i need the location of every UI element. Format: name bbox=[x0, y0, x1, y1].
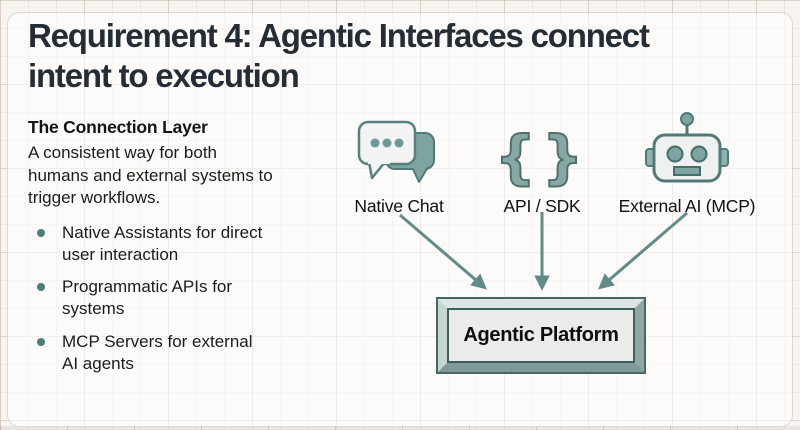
slide-title-line1: Requirement 4: Agentic Interfaces connec… bbox=[28, 17, 650, 54]
slide-title: Requirement 4: Agentic Interfaces connec… bbox=[28, 16, 778, 97]
list-item: Native Assistants for direct user intera… bbox=[28, 222, 276, 266]
list-item: MCP Servers for external AI agents bbox=[28, 331, 276, 375]
robot-icon bbox=[599, 110, 775, 190]
list-item: Programmatic APIs for systems bbox=[28, 276, 276, 320]
source-label: API / SDK bbox=[503, 196, 581, 216]
bullet-list: Native Assistants for direct user intera… bbox=[28, 222, 290, 375]
panel-heading: The Connection Layer bbox=[28, 117, 208, 137]
agentic-platform-box: Agentic Platform bbox=[436, 297, 646, 374]
source-api-sdk: {} API / SDK bbox=[454, 110, 630, 217]
bottom-edge-strip bbox=[0, 426, 800, 430]
bullet-dot-icon bbox=[37, 283, 45, 292]
agentic-platform-inner: Agentic Platform bbox=[447, 308, 635, 363]
source-label: Native Chat bbox=[354, 196, 444, 216]
slide-title-line2: intent to execution bbox=[28, 57, 300, 95]
panel-description: A consistent way for both humans and ext… bbox=[28, 143, 273, 208]
bullet-text: MCP Servers for external AI agents bbox=[62, 331, 253, 373]
source-label: External AI (MCP) bbox=[618, 196, 756, 216]
bullet-text: Programmatic APIs for systems bbox=[62, 277, 233, 319]
source-external-ai: External AI (MCP) bbox=[599, 110, 775, 217]
chat-bubbles-svg bbox=[357, 120, 435, 183]
curly-braces-icon: {} bbox=[454, 110, 630, 190]
robot-svg bbox=[645, 112, 729, 183]
brace-open-glyph: { bbox=[494, 123, 542, 191]
source-native-chat: Native Chat bbox=[311, 110, 487, 217]
bullet-dot-icon bbox=[37, 337, 45, 346]
bullet-dot-icon bbox=[37, 228, 45, 237]
connection-layer-panel: The Connection Layer A consistent way fo… bbox=[28, 117, 290, 385]
chat-bubbles-icon bbox=[311, 110, 487, 190]
bullet-text: Native Assistants for direct user intera… bbox=[62, 222, 263, 264]
brace-close-glyph: } bbox=[541, 123, 590, 191]
agentic-platform-label: Agentic Platform bbox=[463, 324, 619, 346]
